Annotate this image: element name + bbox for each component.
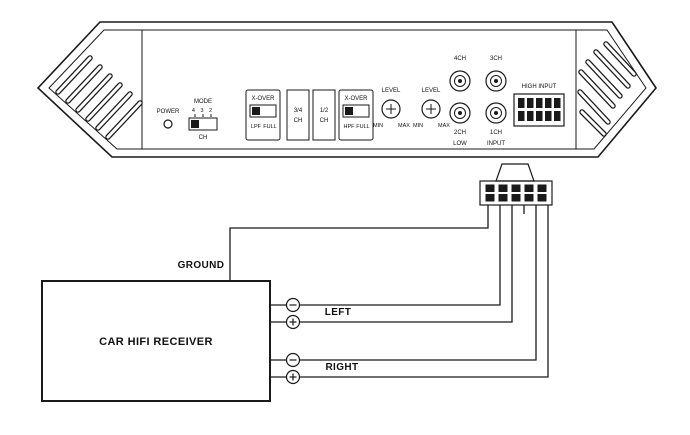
crossover-rear-slider <box>249 104 277 118</box>
rca-4ch-label: 4CH <box>454 56 466 62</box>
power-indicator: POWER <box>157 109 180 129</box>
level-rear-label: LEVEL <box>382 88 401 94</box>
crossover-rear-opt-a: LPF <box>251 124 262 130</box>
right-positive-wire <box>299 214 549 378</box>
mode-slider <box>188 117 218 131</box>
crossover-rear-opt-b: FULL <box>263 124 276 130</box>
power-led <box>163 119 173 129</box>
left-label: LEFT <box>325 307 352 318</box>
plug-pin-leads <box>487 205 549 214</box>
amplifier: POWER MODE 4 3 2 CH X-OVER LPF FULL 3/4 <box>36 21 657 158</box>
rca-jack-1ch <box>485 102 507 124</box>
mode-positions: 4 3 2 <box>192 108 214 114</box>
crossover-front-box <box>338 89 374 141</box>
left-negative-wire <box>299 214 501 306</box>
plug-body <box>479 180 553 206</box>
crossover-front-slider <box>342 104 370 118</box>
mode-switch: MODE 4 3 2 CH <box>188 99 218 141</box>
mode-slider-knob <box>191 120 199 128</box>
ground-wire <box>229 214 489 281</box>
channel-strip-rear: 3/4 CH <box>286 89 310 141</box>
rca-low-label: LOW <box>453 141 467 147</box>
crossover-front-opt-a: HPF <box>344 124 356 130</box>
rca-input-label: INPUT <box>487 141 505 147</box>
crossover-switch-rear: X-OVER LPF FULL <box>245 89 281 141</box>
level-knob-front: LEVEL MIN MAX <box>413 88 450 129</box>
high-input-connector: HIGH INPUT <box>513 84 565 127</box>
rca-1ch-label: 1CH <box>490 130 502 136</box>
high-input-socket <box>513 93 565 127</box>
crossover-front-opt-b: FULL <box>356 124 369 130</box>
high-input-label: HIGH INPUT <box>522 84 557 90</box>
amp-outer-shell <box>36 21 657 158</box>
right-label: RIGHT <box>325 362 358 373</box>
level-front-label: LEVEL <box>422 88 441 94</box>
power-label: POWER <box>157 109 180 115</box>
crossover-front-label: X-OVER <box>344 96 368 102</box>
plug-latch-tab <box>495 163 535 182</box>
receiver: CAR HIFI RECEIVER <box>41 280 301 402</box>
channel-front-top: 1/2 <box>320 108 329 114</box>
crossover-rear-label: X-OVER <box>251 96 275 102</box>
crossover-rear-box <box>245 89 281 141</box>
level-front-max: MAX <box>438 123 450 129</box>
mode-label: MODE <box>194 99 212 105</box>
channel-rear-bottom: CH <box>294 118 303 124</box>
level-front-knob <box>421 99 441 119</box>
ground-label: GROUND <box>178 260 225 271</box>
right-negative-wire <box>299 214 537 361</box>
level-rear-min: MIN <box>373 123 383 129</box>
receiver-terminals <box>270 297 301 385</box>
crossover-rear-knob <box>252 107 260 115</box>
channel-strip-front: 1/2 CH <box>312 89 336 141</box>
level-rear-knob <box>381 99 401 119</box>
channel-front-box <box>312 89 336 141</box>
high-input-pins <box>518 98 561 121</box>
crossover-front-knob <box>345 107 353 115</box>
vent-fins-core <box>56 42 636 139</box>
rca-jack-4ch <box>449 70 471 92</box>
channel-rear-box <box>286 89 310 141</box>
rca-jack-3ch <box>485 70 507 92</box>
receiver-label: CAR HIFI RECEIVER <box>99 336 213 348</box>
receiver-box <box>41 280 271 402</box>
mode-ch-label: CH <box>199 135 208 141</box>
wires <box>229 214 549 378</box>
rca-input-group: 4CH 3CH 2CH 1CH LOW INPUT <box>449 56 507 147</box>
channel-rear-top: 3/4 <box>294 108 303 114</box>
rca-jack-2ch <box>449 102 471 124</box>
amp-inner-shell <box>48 29 647 150</box>
level-rear-max: MAX <box>398 123 410 129</box>
crossover-switch-front: X-OVER HPF FULL <box>338 89 374 141</box>
high-input-plug <box>479 163 553 214</box>
plug-contacts <box>485 184 547 202</box>
level-front-min: MIN <box>413 123 423 129</box>
level-knob-rear: LEVEL MIN MAX <box>373 88 410 129</box>
left-positive-wire <box>299 214 513 323</box>
rca-3ch-label: 3CH <box>490 56 502 62</box>
rca-2ch-label: 2CH <box>454 130 466 136</box>
channel-front-bottom: CH <box>320 118 329 124</box>
